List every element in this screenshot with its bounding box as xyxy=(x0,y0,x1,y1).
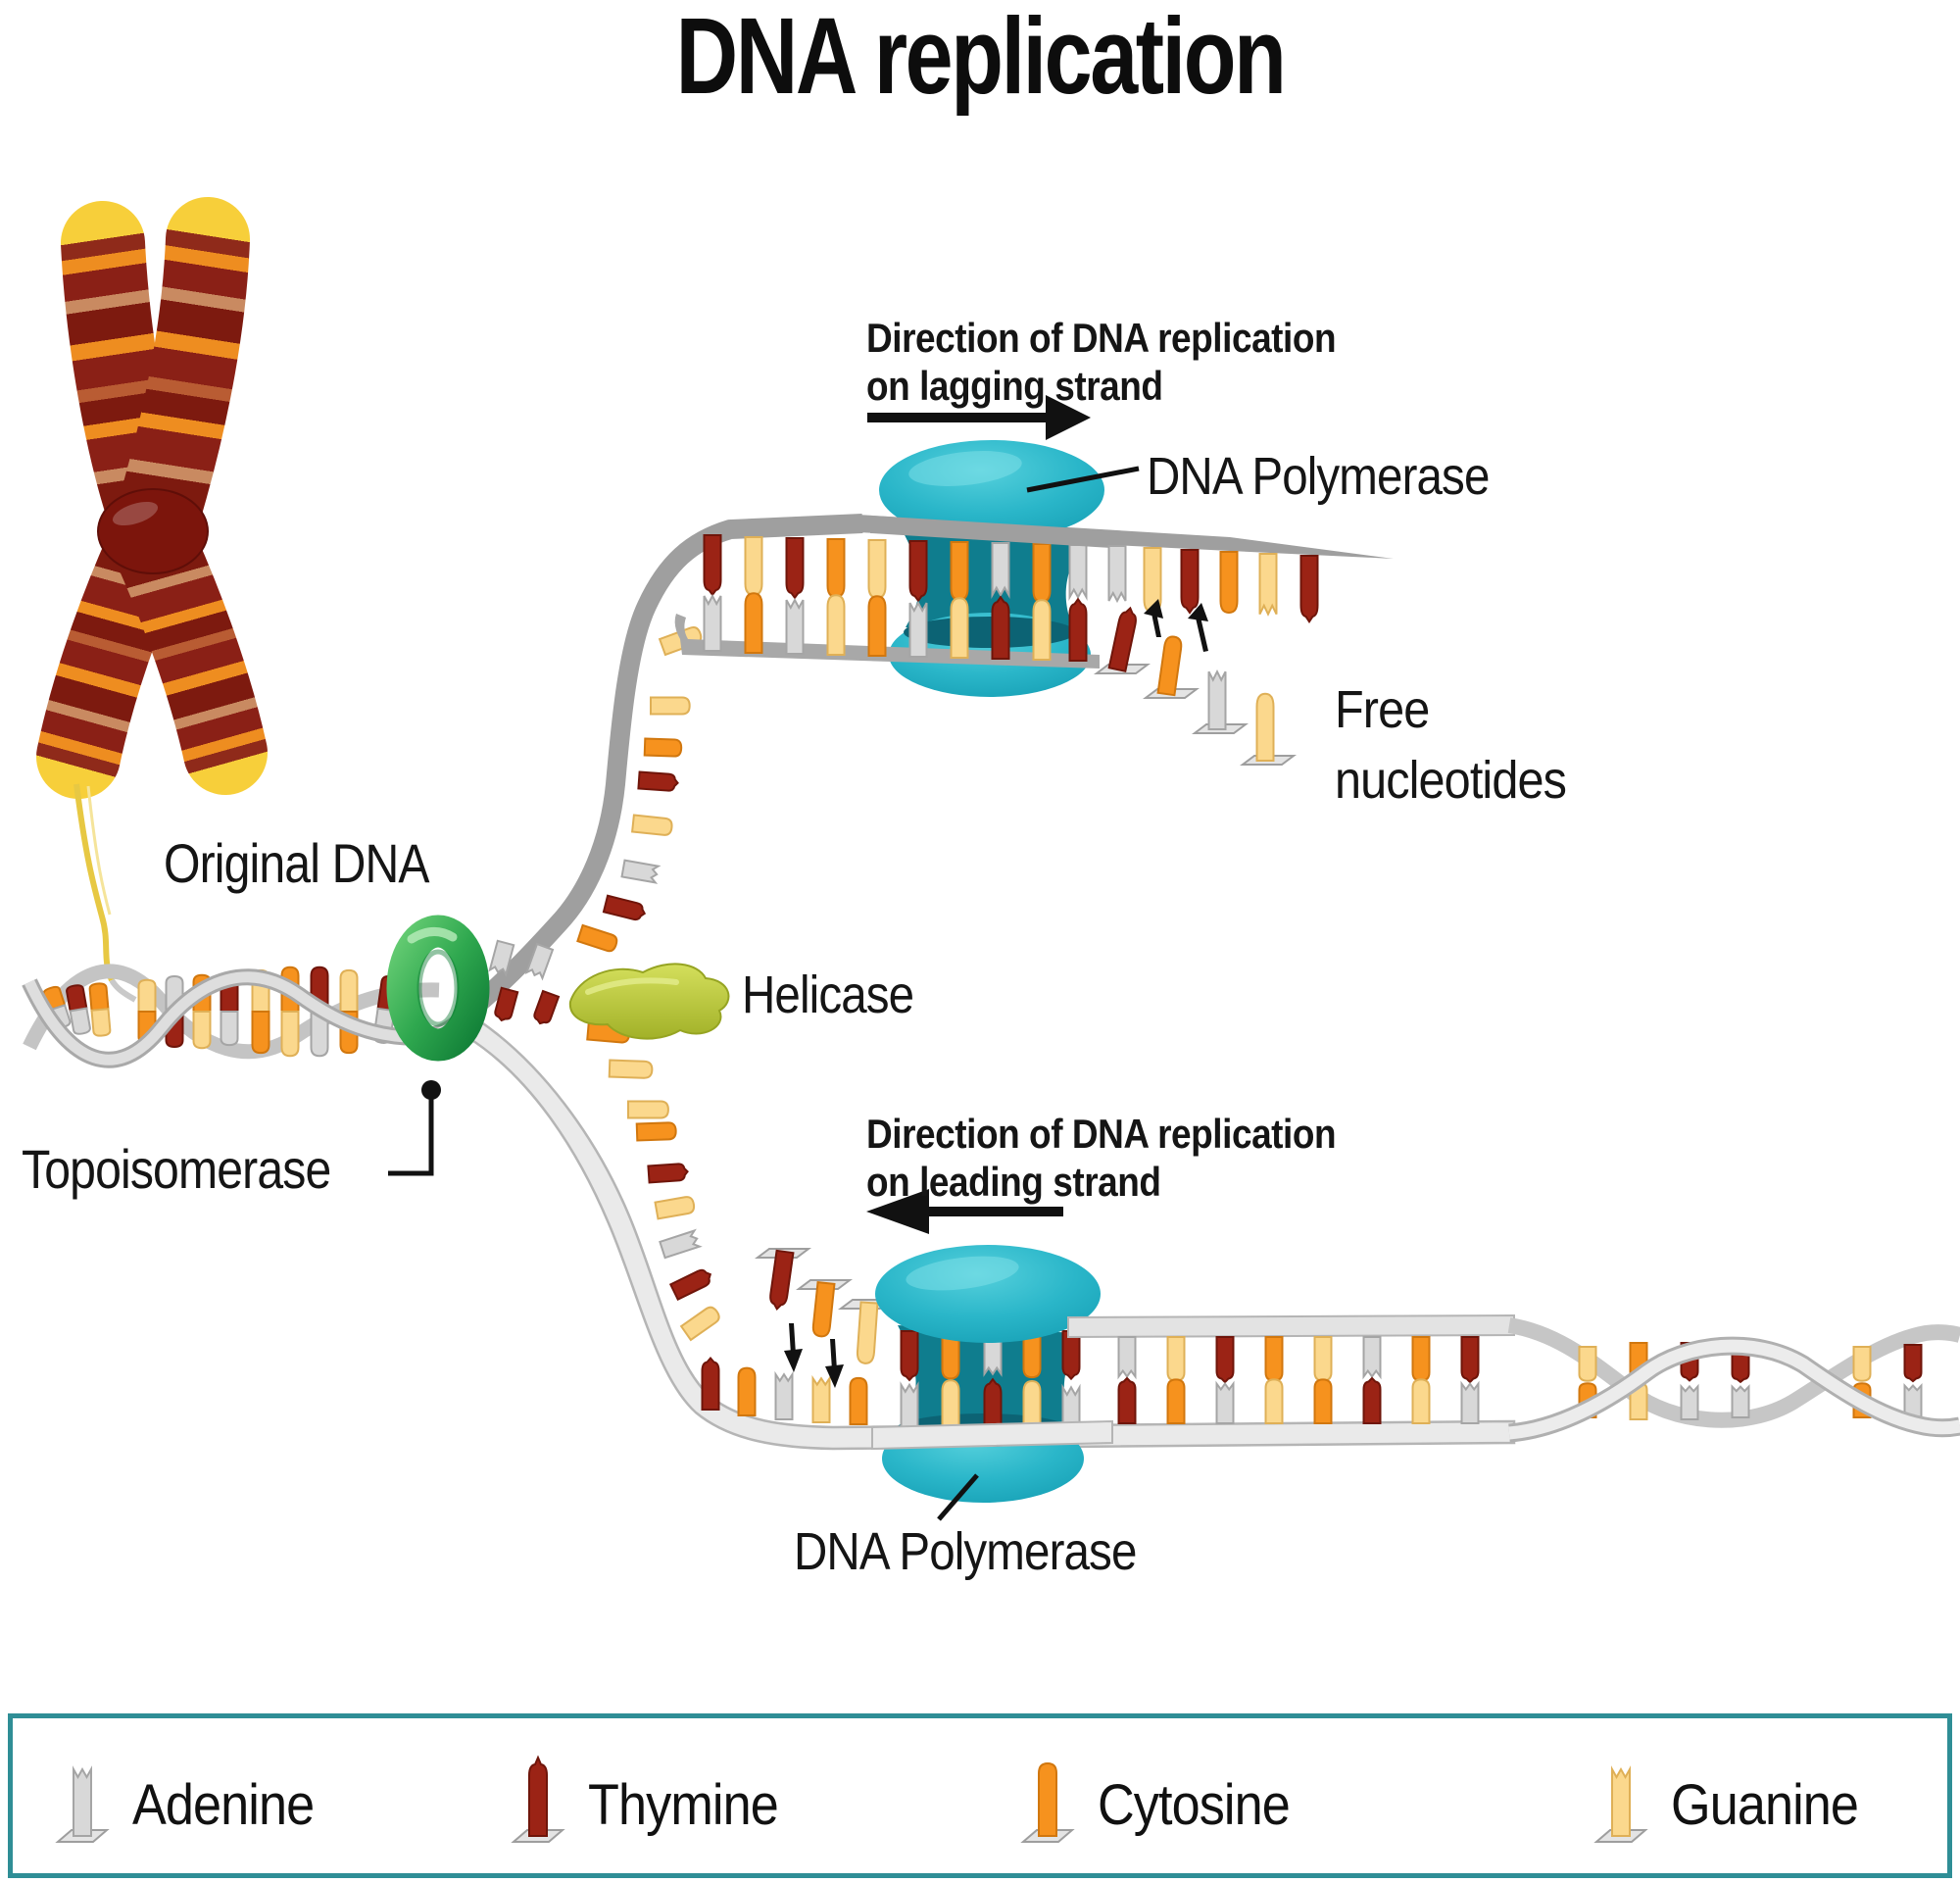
legend-item-guanine: Guanine xyxy=(1591,1740,1879,1848)
lagging-fork-bases xyxy=(576,624,705,954)
legend-item-thymine: Thymine xyxy=(508,1740,799,1848)
dna-polymerase-top-label: DNA Polymerase xyxy=(1147,447,1490,506)
helicase-blob xyxy=(568,963,730,1040)
free-nucleotides-top xyxy=(1096,599,1295,766)
guanine-icon xyxy=(1593,1765,1648,1843)
leader-topoisomerase xyxy=(388,1090,434,1176)
legend-item-adenine: Adenine xyxy=(52,1740,334,1848)
legend-label: Guanine xyxy=(1671,1773,1859,1837)
legend: Adenine Thymine Cytosine Guanine xyxy=(8,1713,1952,1878)
lagging-unpaired-bases xyxy=(1107,545,1319,623)
free-nucleotides-bottom xyxy=(757,1248,893,1388)
leading-template-backbone xyxy=(466,1019,1516,1451)
topoisomerase-ring xyxy=(386,915,490,1100)
page-title: DNA replication xyxy=(675,0,1287,117)
original-dna-label: Original DNA xyxy=(164,832,430,894)
leading-ladder-pairs xyxy=(1117,1336,1480,1424)
leader-dna-polymerase-bottom xyxy=(937,1473,979,1521)
thymine-icon xyxy=(511,1755,565,1843)
topoisomerase-label: Topoisomerase xyxy=(22,1138,331,1200)
chromosome xyxy=(36,197,268,799)
chromosome-thread xyxy=(74,783,137,1003)
lagging-strand xyxy=(455,440,1394,1027)
legend-label: Thymine xyxy=(588,1773,779,1837)
direction-arrow-leading xyxy=(866,1189,1063,1234)
legend-label: Cytosine xyxy=(1098,1773,1291,1837)
leader-lines xyxy=(388,466,1140,1521)
leading-helix-right xyxy=(1507,1317,1960,1443)
centromere xyxy=(97,488,209,574)
direction-leading-label: Direction of DNA replication on leading … xyxy=(866,1111,1337,1205)
leader-dna-polymerase-top xyxy=(1026,466,1140,493)
dna-polymerase-bottom-dome xyxy=(875,1245,1101,1343)
dna-polymerase-bottom-label: DNA Polymerase xyxy=(794,1522,1137,1581)
legend-label: Adenine xyxy=(132,1773,315,1837)
adenine-icon xyxy=(55,1765,110,1843)
lagging-template-backbone xyxy=(455,514,863,1026)
helicase-label: Helicase xyxy=(742,966,914,1024)
leading-strand xyxy=(466,1019,1960,1503)
down-arrow xyxy=(784,1323,844,1388)
legend-item-cytosine: Cytosine xyxy=(1017,1740,1311,1848)
dna-polymerase-top-dome xyxy=(879,440,1104,540)
leading-new-backbone xyxy=(1067,1313,1515,1339)
cytosine-icon xyxy=(1020,1761,1075,1843)
free-nucleotides-label: Free nucleotides xyxy=(1335,680,1567,810)
direction-arrow-lagging xyxy=(867,395,1091,440)
direction-lagging-label: Direction of DNA replication on lagging … xyxy=(866,315,1337,409)
up-arrow xyxy=(1144,599,1208,652)
